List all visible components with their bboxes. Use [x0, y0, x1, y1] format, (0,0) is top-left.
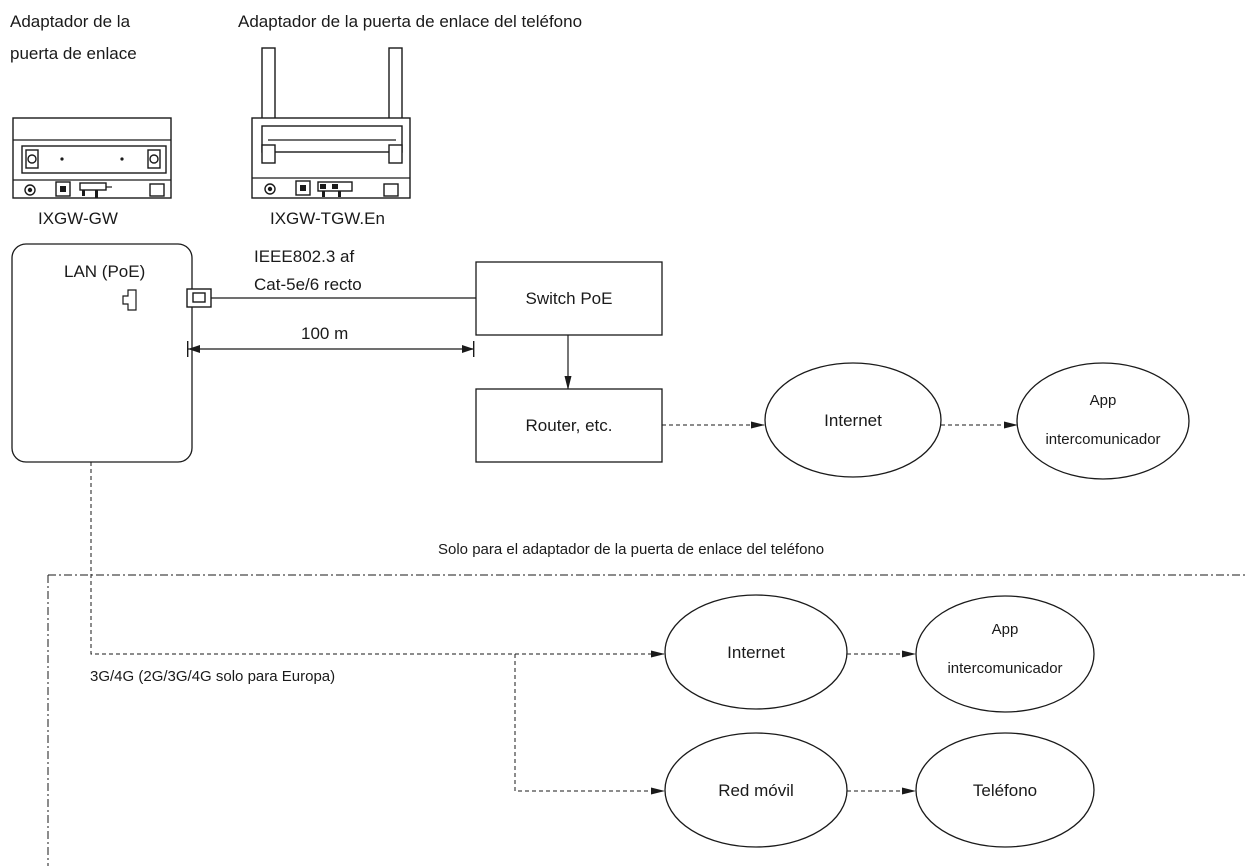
- lan-poe-port-label: LAN (PoE): [64, 262, 145, 281]
- cellular-to-mobile-arrow: [514, 654, 665, 795]
- ixgw-gw-device-image: [12, 117, 172, 199]
- app-top-ellipse: [1016, 362, 1190, 480]
- telephone-label: Teléfono: [973, 781, 1037, 800]
- telephone-ellipse: [915, 732, 1095, 848]
- router-label: Router, etc.: [526, 416, 613, 435]
- gw-title-line1: Adaptador de la: [10, 12, 131, 31]
- distance-label: 100 m: [301, 324, 348, 343]
- app-top-label-line1: App: [1090, 392, 1117, 409]
- tgw-title: Adaptador de la puerta de enlace del tel…: [238, 12, 582, 31]
- lan-port-icon: [122, 289, 137, 311]
- gw-model-label: IXGW-GW: [38, 209, 118, 228]
- gw-title-line2: puerta de enlace: [10, 44, 137, 63]
- dimension-arrow-left: [188, 345, 200, 353]
- mobile-network-ellipse: [664, 732, 848, 848]
- cable-spec-line1: IEEE802.3 af: [254, 247, 354, 266]
- phone-only-note: Solo para el adaptador de la puerta de e…: [438, 541, 824, 558]
- tgw-model-label: IXGW-TGW.En: [270, 209, 385, 228]
- cable-spec-line2: Cat-5e/6 recto: [254, 275, 362, 294]
- cellular-note: 3G/4G (2G/3G/4G solo para Europa): [90, 668, 335, 685]
- rj45-plug-icon: [186, 288, 212, 308]
- app-bottom-label-line1: App: [992, 621, 1019, 638]
- internet-top-label: Internet: [824, 411, 882, 430]
- internet-bottom-ellipse: [664, 594, 848, 710]
- app-bottom-label-line2: intercomunicador: [947, 660, 1062, 677]
- dimension-arrow-right: [462, 345, 474, 353]
- cellular-path-line: [90, 462, 515, 655]
- switch-poe-label: Switch PoE: [526, 289, 613, 308]
- router-box: [475, 388, 663, 463]
- app-top-label-line2: intercomunicador: [1045, 431, 1160, 448]
- mobile-network-label: Red móvil: [718, 781, 794, 800]
- app-bottom-ellipse: [915, 595, 1095, 713]
- switch-poe-box: [475, 261, 663, 336]
- internet-top-ellipse: [764, 362, 942, 478]
- ixgw-tgw-device-image: [251, 47, 411, 199]
- internet-bottom-label: Internet: [727, 643, 785, 662]
